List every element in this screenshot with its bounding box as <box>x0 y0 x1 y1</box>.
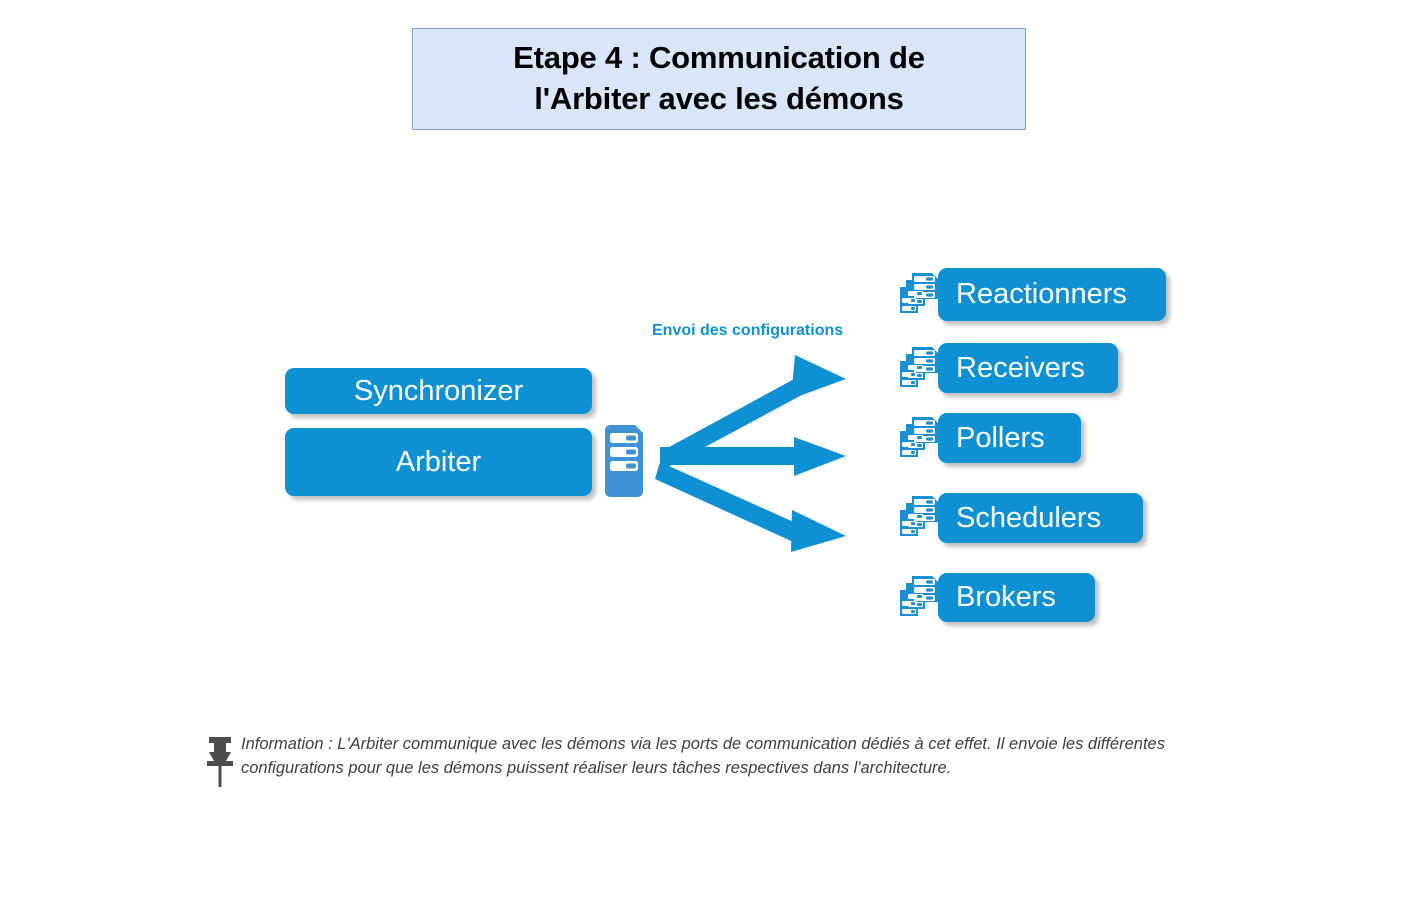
node-pollers-label: Pollers <box>956 421 1045 454</box>
node-brokers-label: Brokers <box>956 581 1056 613</box>
server-rack-icon <box>605 425 643 497</box>
configuration-flow-arrows <box>655 355 846 552</box>
stacked-servers-icon <box>900 347 938 387</box>
arrow-down <box>655 462 846 552</box>
information-note: Information : L'Arbiter communique avec … <box>205 733 1205 789</box>
arrow-middle <box>660 437 846 476</box>
node-receivers[interactable]: Receivers <box>938 343 1118 393</box>
page-title-banner: Etape 4 : Communication de l'Arbiter ave… <box>412 28 1026 130</box>
node-arbiter[interactable]: Arbiter <box>285 428 592 496</box>
page-title-line-1: Etape 4 : Communication de <box>513 40 925 76</box>
node-synchronizer-label: Synchronizer <box>353 374 524 407</box>
stacked-servers-icon <box>900 417 938 457</box>
node-reactionners-label: Reactionners <box>956 278 1127 310</box>
node-brokers[interactable]: Brokers <box>938 573 1095 622</box>
page-title: Etape 4 : Communication de l'Arbiter ave… <box>499 38 939 120</box>
node-pollers[interactable]: Pollers <box>938 413 1081 463</box>
arrow-up <box>660 355 846 468</box>
node-receivers-label: Receivers <box>956 351 1085 384</box>
node-reactionners[interactable]: Reactionners <box>938 268 1166 321</box>
node-synchronizer[interactable]: Synchronizer <box>285 368 592 414</box>
pushpin-icon <box>207 737 233 787</box>
flow-caption: Envoi des configurations <box>652 322 844 339</box>
information-note-text: Information : L'Arbiter communique avec … <box>241 735 1165 777</box>
node-arbiter-label: Arbiter <box>395 445 482 478</box>
stacked-servers-icon <box>900 273 938 313</box>
stacked-servers-icon <box>900 576 938 616</box>
stacked-servers-icon <box>900 496 938 536</box>
node-schedulers-label: Schedulers <box>956 501 1102 534</box>
page-title-line-2: l'Arbiter avec les démons <box>534 81 904 116</box>
node-schedulers[interactable]: Schedulers <box>938 493 1143 543</box>
